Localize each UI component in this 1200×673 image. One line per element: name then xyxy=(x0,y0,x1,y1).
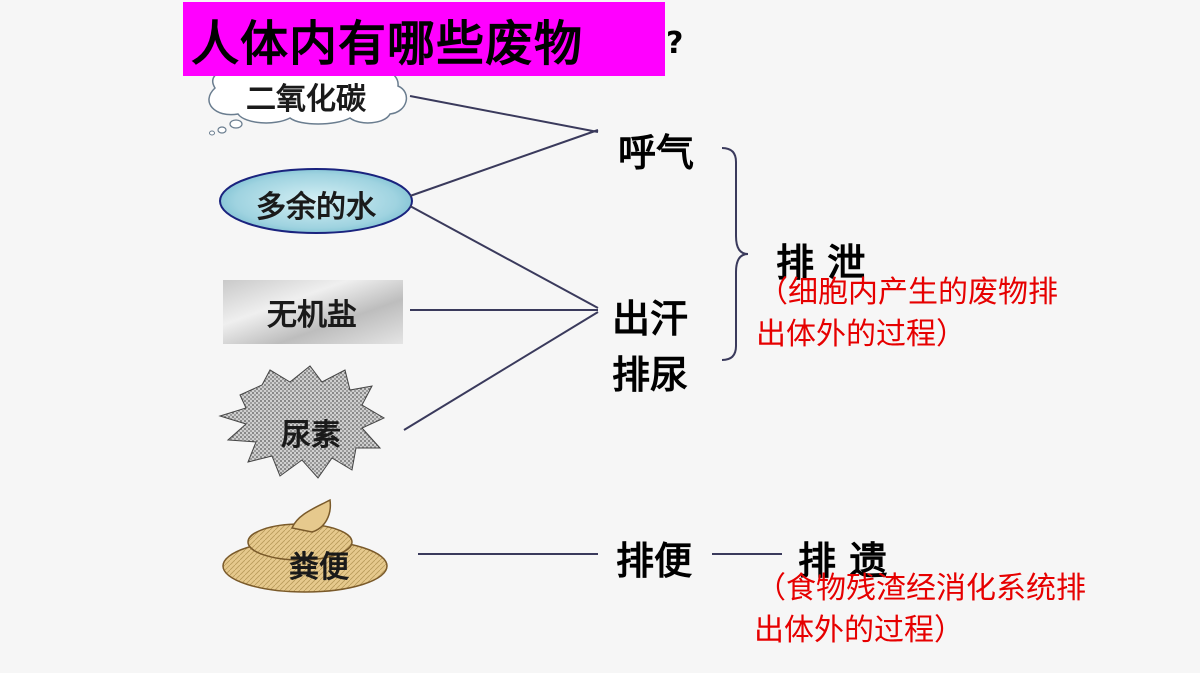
title-question-mark: ? xyxy=(666,26,684,61)
waste-feces-label: 粪便 xyxy=(289,550,349,585)
page-title: 人体内有哪些废物 xyxy=(191,16,584,72)
category-excretion-name: 排 泄 xyxy=(776,241,866,285)
waste-co2-label: 二氧化碳 xyxy=(246,82,366,117)
category-egestion-desc-line1: （食物残渣经消化系统排 xyxy=(756,571,1086,606)
feces-pile-shape xyxy=(222,498,388,593)
route-breath-label: 呼气 xyxy=(618,131,695,175)
waste-salt-label: 无机盐 xyxy=(267,298,357,333)
route-defecate-label: 排便 xyxy=(616,539,693,583)
salt-box-shape xyxy=(223,280,403,344)
curly-brace xyxy=(721,147,749,361)
waste-water-label: 多余的水 xyxy=(256,190,376,225)
category-egestion-name: 排 遗 xyxy=(798,539,888,583)
route-sweat-label: 出汗 xyxy=(612,297,689,341)
urea-starburst-shape xyxy=(218,365,386,479)
water-ellipse-shape xyxy=(219,168,413,234)
connector-lines xyxy=(403,95,782,555)
waste-urea-label: 尿素 xyxy=(281,418,341,453)
category-excretion-desc-line2: 出体外的过程） xyxy=(756,317,966,352)
category-excretion-desc-line1: （细胞内产生的废物排 xyxy=(758,275,1058,310)
route-urine-label: 排尿 xyxy=(612,353,689,397)
co2-cloud-shape xyxy=(208,61,408,136)
title-banner: 人体内有哪些废物 xyxy=(183,2,665,76)
category-egestion-desc-line2: 出体外的过程） xyxy=(754,613,964,648)
